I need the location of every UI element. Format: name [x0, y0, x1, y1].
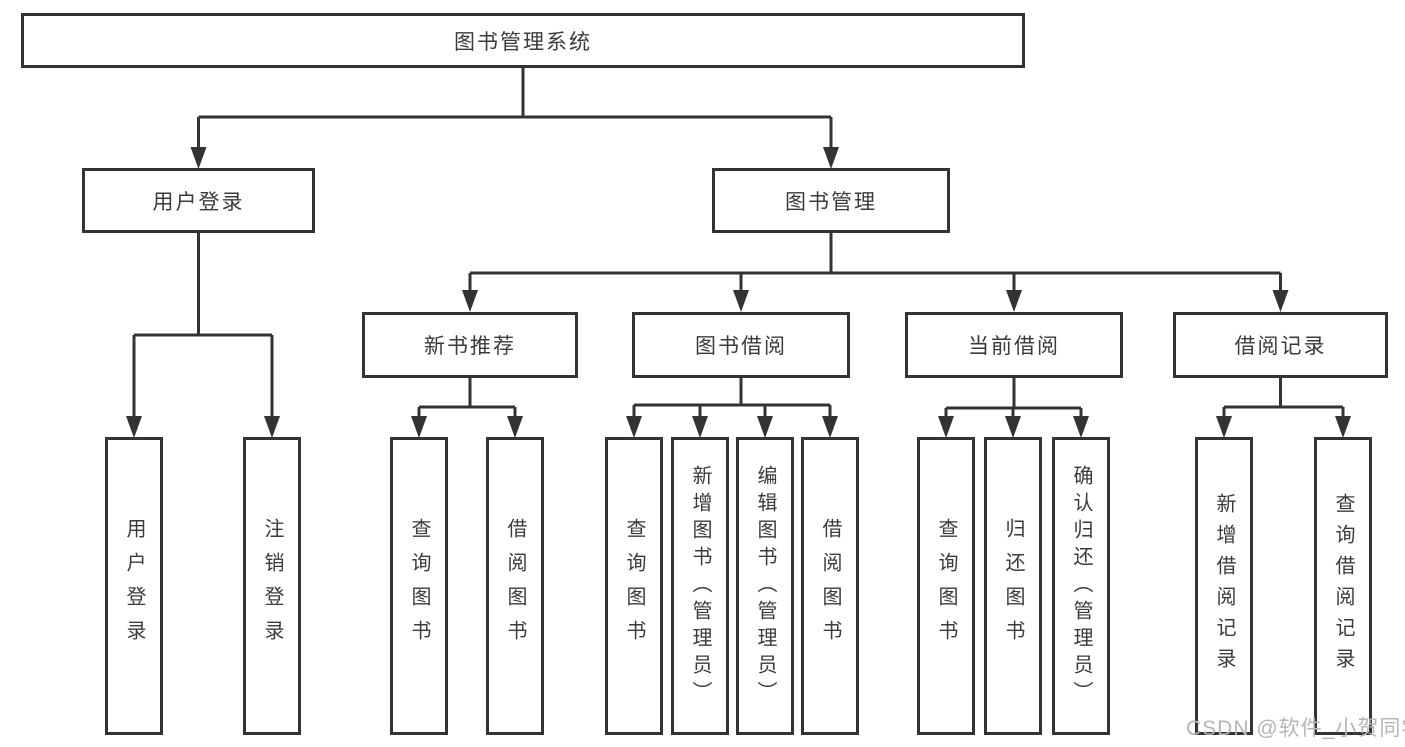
- node-user-login: 用户登录: [82, 168, 315, 233]
- node-label: 新书推荐: [424, 335, 516, 358]
- node-library-management-system: 图书管理系统: [21, 13, 1025, 68]
- leaf-user-login: 用户登录: [105, 437, 163, 735]
- node-label: 用户登录: [152, 190, 245, 214]
- node-label: 图书管理系统: [454, 30, 592, 54]
- node-label: 当前借阅: [968, 335, 1060, 358]
- leaf-label: 确认归还（管理员）: [1070, 464, 1092, 708]
- leaf-return-books: 归还图书: [984, 437, 1042, 735]
- leaf-logout: 注销登录: [243, 437, 301, 735]
- node-new-book-recommendation: 新书推荐: [362, 312, 578, 378]
- leaf-query-books-recommend: 查询图书: [390, 437, 448, 735]
- leaf-label: 新增图书（管理员）: [689, 464, 711, 708]
- leaf-borrow-books-recommend: 借阅图书: [486, 437, 544, 735]
- leaf-label: 借阅图书: [504, 518, 526, 654]
- node-label: 图书管理: [785, 190, 877, 214]
- node-current-borrowing: 当前借阅: [905, 312, 1123, 378]
- node-borrowing-records: 借阅记录: [1173, 312, 1388, 378]
- leaf-add-borrow-record: 新增借阅记录: [1195, 437, 1253, 735]
- node-book-borrowing: 图书借阅: [632, 312, 850, 378]
- leaf-label: 查询图书: [623, 518, 645, 654]
- node-label: 借阅记录: [1234, 335, 1327, 358]
- leaf-label: 用户登录: [123, 518, 145, 654]
- csdn-watermark: CSDN @软件_小贺同学: [1186, 717, 1405, 740]
- leaf-borrow-books: 借阅图书: [801, 437, 859, 735]
- leaf-query-books-current: 查询图书: [917, 437, 975, 735]
- leaf-label: 查询借阅记录: [1332, 493, 1354, 679]
- leaf-label: 新增借阅记录: [1213, 493, 1235, 679]
- leaf-label: 注销登录: [261, 518, 283, 654]
- leaf-query-borrow-record: 查询借阅记录: [1314, 437, 1372, 735]
- leaf-label: 借阅图书: [819, 518, 841, 654]
- node-label: 图书借阅: [695, 335, 787, 358]
- leaf-label: 查询图书: [408, 518, 430, 654]
- leaf-query-books-borrow: 查询图书: [605, 437, 663, 735]
- leaf-label: 归还图书: [1002, 518, 1024, 654]
- leaf-label: 编辑图书（管理员）: [754, 464, 776, 708]
- node-book-management: 图书管理: [712, 168, 950, 233]
- leaf-confirm-return-admin: 确认归还（管理员）: [1052, 437, 1110, 735]
- leaf-edit-books-admin: 编辑图书（管理员）: [736, 437, 794, 735]
- leaf-label: 查询图书: [935, 518, 957, 654]
- leaf-add-books-admin: 新增图书（管理员）: [671, 437, 729, 735]
